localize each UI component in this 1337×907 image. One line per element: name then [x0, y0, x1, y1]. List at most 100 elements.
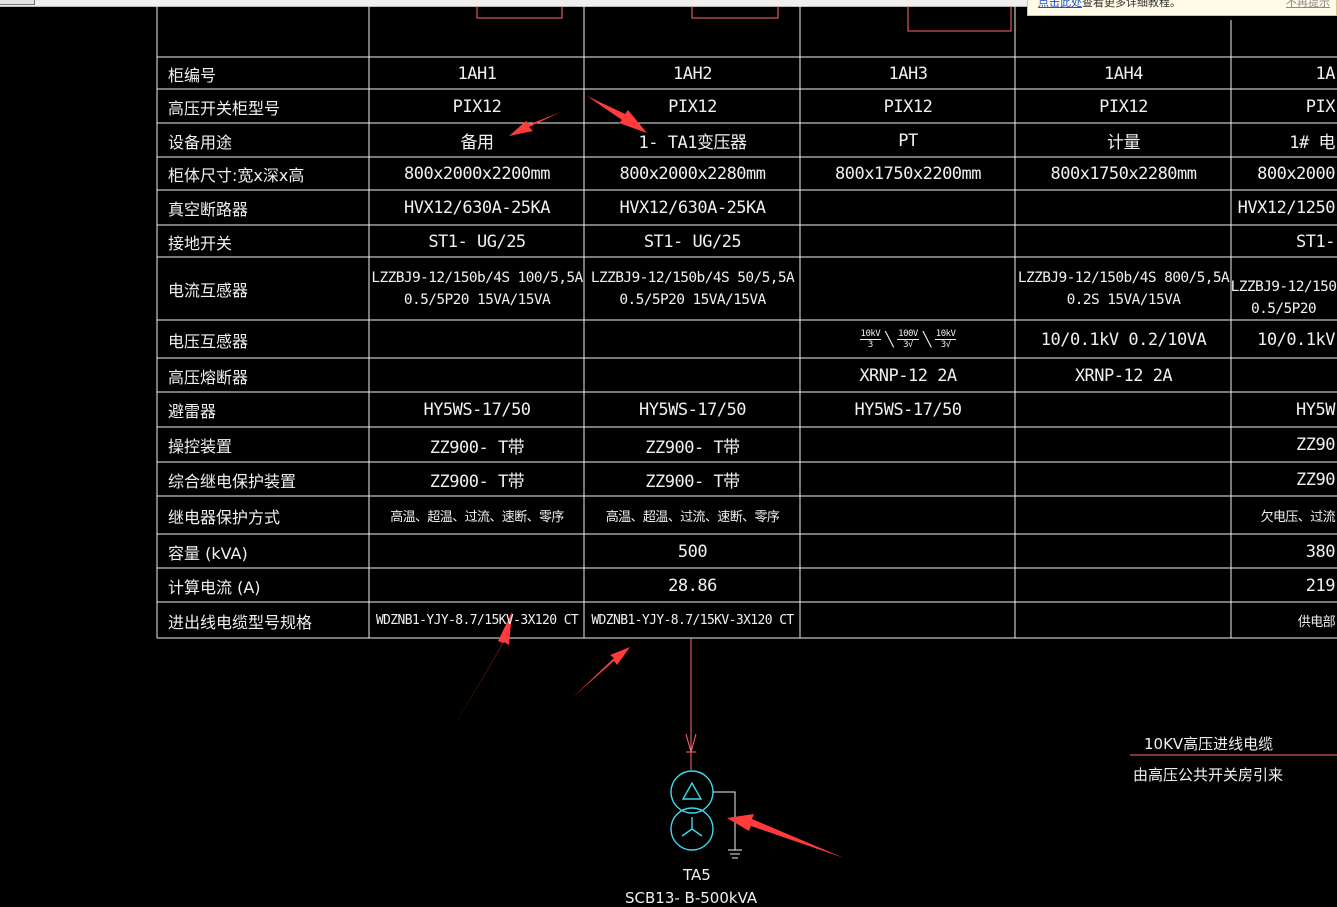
row-label: 设备用途: [168, 132, 233, 152]
table-cell: HY5W: [1296, 400, 1335, 420]
table-cell-line: LZZBJ9-12/150b/4S 50/5,5A: [590, 270, 795, 286]
window-tab[interactable]: [0, 0, 35, 5]
table-cell: 1A: [1315, 63, 1336, 84]
ratio-separator: ╲: [885, 331, 894, 348]
table-cell: [1232, 359, 1337, 392]
ratio-separator: ╲: [922, 331, 931, 348]
table-cell: ST1-: [1296, 231, 1335, 252]
row-label: 接地开关: [168, 233, 233, 253]
table-cell: 800x2000: [1257, 164, 1335, 184]
table-cell: 高温、超温、过流、速断、零序: [390, 510, 564, 525]
row-label: 进出线电缆型号规格: [168, 612, 313, 632]
table-cell: HVX12/1250: [1237, 198, 1336, 218]
table-cell: HY5WS-17/50: [423, 400, 531, 420]
table-cell: [585, 321, 800, 358]
table-cell: [801, 497, 1015, 534]
table-cell: [370, 321, 584, 358]
table-cell: ZZ900- T带: [429, 437, 525, 458]
tip-banner: 点击此处查看更多详细教程。 不再提示: [1027, 0, 1337, 16]
row-label: 高压熔断器: [168, 367, 249, 387]
table-cell: 1AH1: [457, 63, 497, 84]
table-cell: 1AH4: [1104, 63, 1143, 84]
table-cell: 欠电压、过流: [1260, 510, 1336, 525]
table-cell: PT: [898, 130, 918, 151]
table-cell: [1016, 428, 1231, 462]
table-cell: ZZ90: [1296, 469, 1335, 490]
table-cell: [585, 359, 800, 392]
table-cell: [1016, 191, 1231, 225]
ratio-denominator: 3√: [940, 340, 951, 350]
incoming-cable-title: 10KV高压进线电缆: [1144, 735, 1274, 753]
table-cell: [1016, 535, 1231, 568]
table-cell: PIX12: [883, 96, 933, 117]
row-label: 避雷器: [168, 402, 217, 421]
table-cell: 800x2000x2200mm: [403, 164, 551, 184]
table-cell: [801, 226, 1015, 257]
table-cell: [1016, 226, 1231, 257]
table-cell-line: 0.2S 15VA/15VA: [1066, 292, 1181, 308]
table-cell: 供电部: [1297, 615, 1336, 630]
ratio-numerator: 10kV: [934, 329, 957, 340]
table-cell: ZZ90: [1296, 435, 1335, 455]
table-cell: 计量: [1107, 133, 1141, 153]
table-cell: WDZNB1-YJY-8.7/15KV-3X120 CT: [375, 613, 579, 628]
table-cell: 500: [677, 541, 708, 562]
tip-close-link[interactable]: 不再提示: [1286, 0, 1330, 9]
table-cell: 28.86: [668, 575, 717, 596]
table-cell: 800x2000x2280mm: [619, 164, 766, 184]
table-cell: PIX12: [668, 96, 717, 117]
table-cell: [801, 258, 1015, 320]
transformer-name: TA5: [683, 866, 711, 884]
table-cell: 1AH3: [888, 63, 928, 84]
table-cell: [370, 535, 584, 568]
table-cell: 1- TA1变压器: [638, 133, 747, 153]
table-cell: PIX12: [1099, 96, 1148, 117]
table-cell: [1016, 569, 1231, 602]
table-cell: ZZ900- T带: [429, 472, 525, 492]
incoming-cable-source: 由高压公共开关房引来: [1133, 766, 1284, 784]
annotation-arrows: [449, 96, 844, 858]
ratio-denominator: 3√: [903, 340, 913, 350]
table-cell-line: LZZBJ9-12/150b/4S 100/5,5A: [371, 270, 583, 286]
table-cell: 1# 电: [1289, 133, 1335, 153]
table-cell: [1016, 497, 1231, 534]
table-cell: 380: [1305, 541, 1336, 562]
tip-link[interactable]: 点击此处: [1038, 0, 1082, 9]
row-label: 真空断路器: [168, 200, 249, 219]
table-cell: PIX12: [452, 96, 502, 117]
row-label: 电流互感器: [168, 281, 249, 300]
table-cell: [370, 359, 584, 392]
row-label: 继电器保护方式: [168, 507, 281, 527]
table-cell: [1016, 603, 1231, 638]
table-cell-line: 0.5/5P20 15VA/15VA: [403, 292, 551, 308]
ratio-numerator: 100V: [897, 329, 919, 340]
table-cell: PIX: [1305, 96, 1336, 117]
table-cell: ZZ900- T带: [645, 472, 740, 492]
transformer-model: SCB13- B-500kVA: [625, 889, 758, 907]
table-cell: 800x1750x2200mm: [834, 164, 982, 184]
table-cell: LZZBJ9-12/150b/4S 100/5,5A 0.5/5P20 15VA/…: [370, 258, 584, 320]
table-cell: 10/0.1kV: [1257, 329, 1335, 350]
table-cell: [801, 603, 1015, 638]
ratio-numerator: 10kV: [859, 329, 882, 340]
table-cell: 备用: [460, 133, 495, 153]
table-cell: [1016, 463, 1231, 496]
tip-text: 查看更多详细教程。: [1082, 0, 1181, 9]
table-cell: ST1- UG/25: [428, 231, 526, 252]
table-cell: WDZNB1-YJY-8.7/15KV-3X120 CT: [591, 613, 794, 628]
ratio-denominator: 3: [867, 340, 873, 350]
window-top-bar: [0, 0, 1337, 7]
table-cell: ST1- UG/25: [643, 231, 742, 252]
row-label: 容量 (kVA): [168, 543, 248, 563]
table-cell: XRNP-12 2A: [859, 365, 957, 386]
table-cell: [1016, 393, 1231, 427]
table-cell: [801, 428, 1015, 462]
